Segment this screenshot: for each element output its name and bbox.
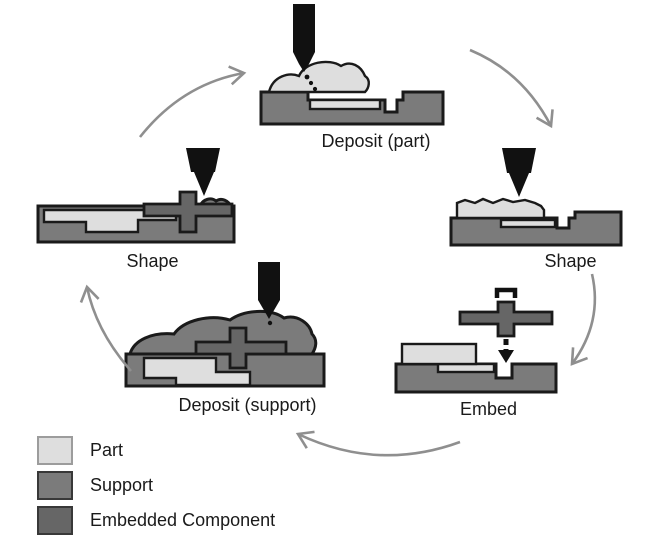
stage-label-deposit-support: Deposit (support): [178, 395, 317, 415]
embedded-component-cross: [194, 326, 288, 370]
deposited-part-blob: [267, 60, 370, 94]
shaped-part-block: [400, 342, 478, 366]
shaped-part-block: [142, 356, 252, 387]
shape-illustration: [36, 148, 236, 244]
stage-deposit-support: Deposit (support): [118, 262, 333, 416]
milling-tool-icon: [502, 148, 536, 197]
insert-motion-top-icon: [494, 287, 518, 298]
support-base-block: [394, 362, 558, 394]
legend-label-part: Part: [90, 440, 124, 460]
stage-shape-right: Shape: [443, 148, 628, 272]
legend-label-support: Support: [90, 475, 154, 495]
deposition-nozzle-icon: [258, 262, 280, 326]
arrow-shape-to-embed: [570, 273, 597, 366]
stage-shape-left: Shape: [28, 148, 243, 272]
part-layer-strip: [308, 98, 382, 111]
legend-label-embedded-component: Embedded Component: [90, 510, 276, 530]
stage-embed: Embed: [388, 286, 573, 420]
legend-item-support: Support: [37, 469, 275, 502]
arrow-deposit-part-to-shape: [469, 48, 554, 129]
arrow-embed-to-deposit-support: [295, 430, 461, 457]
stage-label-deposit-part: Deposit (part): [321, 131, 431, 151]
stage-label-embed: Embed: [459, 399, 518, 419]
part-layer-strip: [436, 362, 496, 374]
milling-tool-icon: [186, 148, 220, 196]
stage-label-shape-right: Shape: [544, 251, 597, 271]
shaped-part-layer: [455, 197, 546, 220]
insert-arrow-icon: [498, 339, 514, 363]
part-color-swatch: [37, 436, 73, 465]
shape-illustration: [449, 148, 623, 247]
deposit-support-illustration: [124, 262, 326, 388]
arrow-shape-to-deposit-part: [138, 65, 247, 138]
legend: Part Support Embedded Component: [37, 434, 275, 537]
embed-illustration: [394, 287, 558, 394]
deposition-nozzle-icon: [293, 4, 318, 92]
legend-item-part: Part: [37, 434, 275, 467]
deposit-part-illustration: [259, 4, 445, 126]
stage-label-shape-left: Shape: [126, 251, 179, 271]
embedded-component-cross: [142, 190, 234, 234]
stage-deposit-part: Deposit (part): [253, 4, 453, 152]
support-base-block: [449, 210, 623, 247]
embedded-component-cross: [458, 300, 554, 338]
part-layer-strip: [499, 218, 557, 229]
embedded-component-color-swatch: [37, 506, 73, 535]
support-color-swatch: [37, 471, 73, 500]
legend-item-embedded-component: Embedded Component: [37, 504, 275, 537]
